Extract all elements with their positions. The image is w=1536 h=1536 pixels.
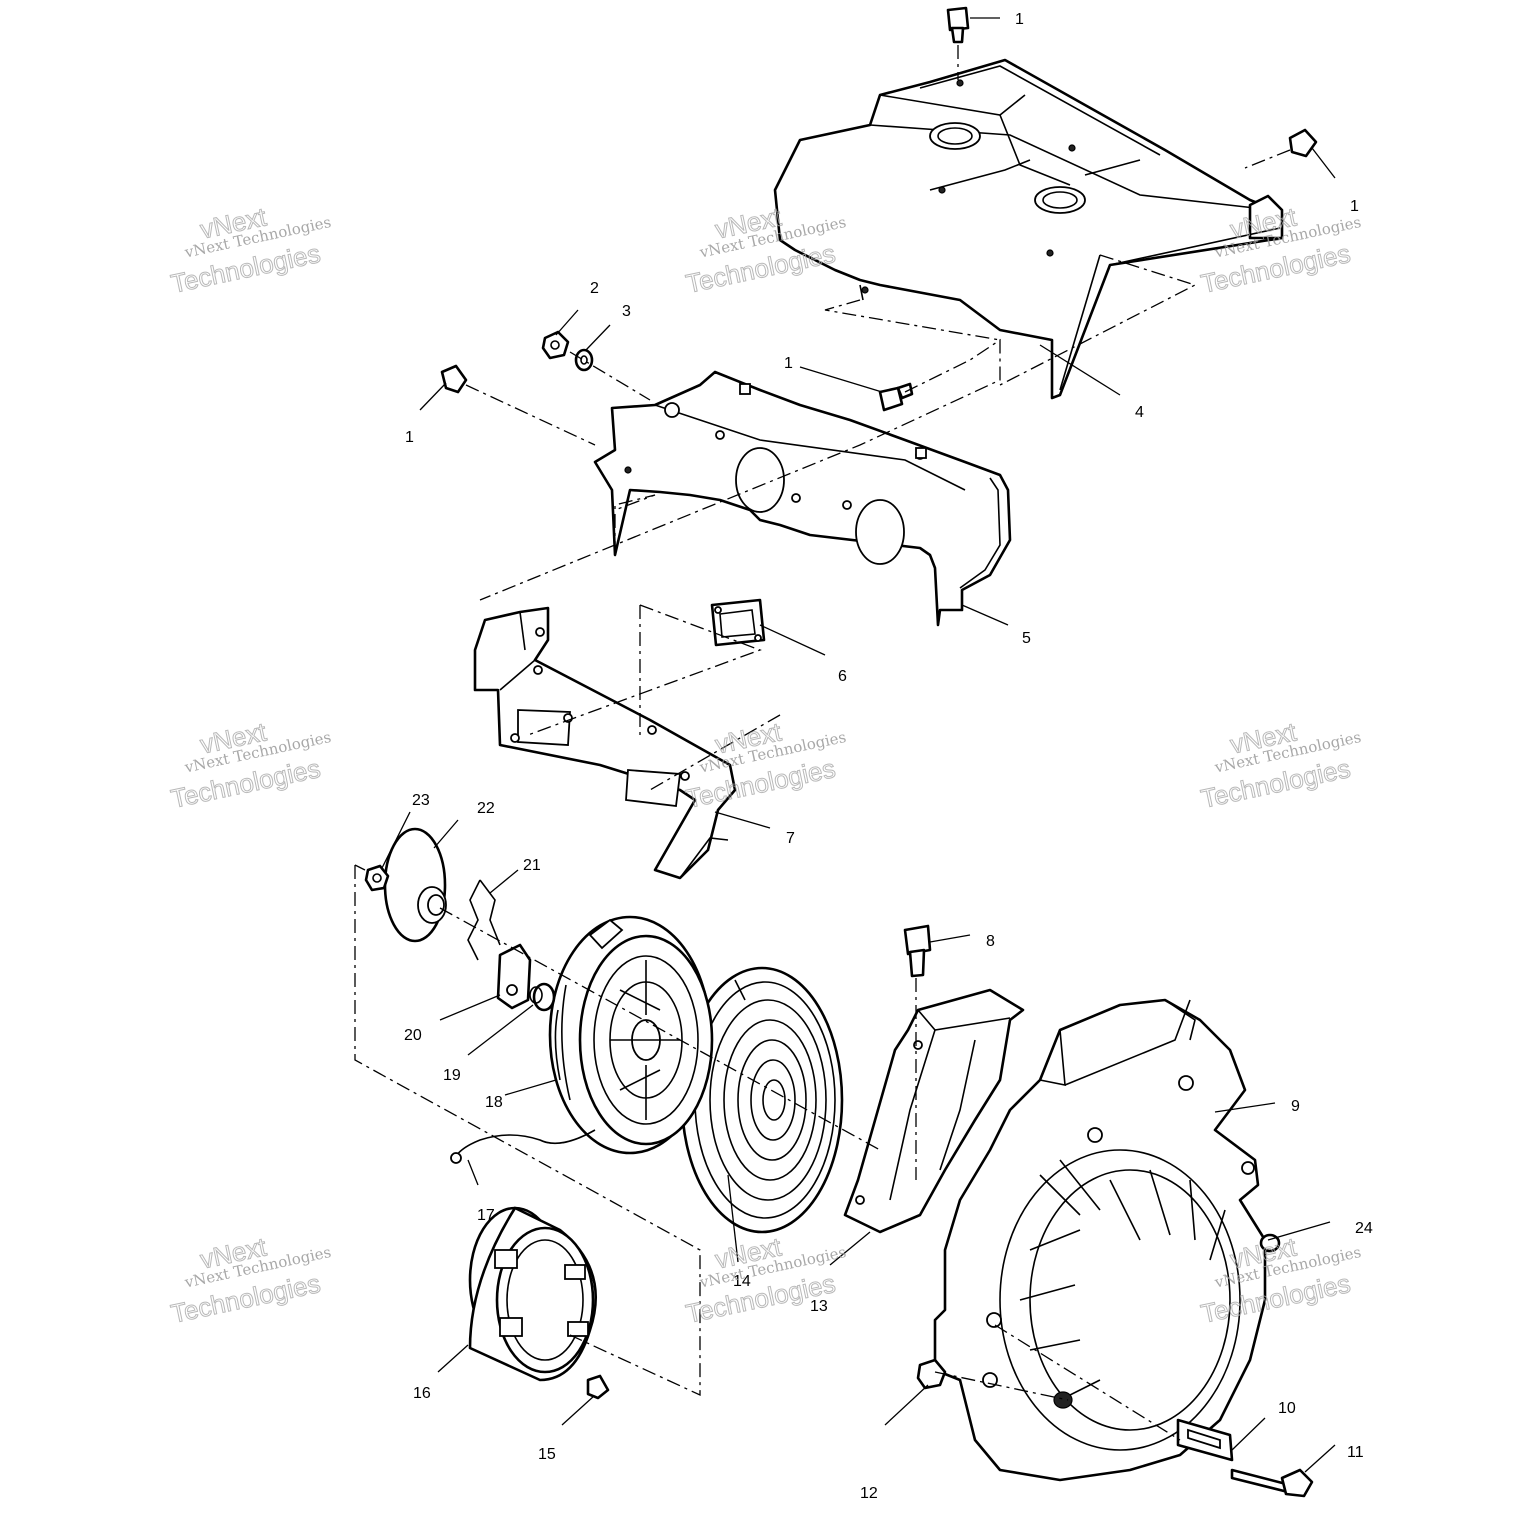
part-1-screw-left [440,364,468,394]
callout-11: 11 [1347,1444,1364,1461]
callout-18: 18 [485,1094,503,1111]
callout-22: 22 [477,800,495,817]
part-24-bolt [1259,1233,1281,1253]
callout-6: 6 [838,668,847,685]
part-3-washer [574,348,594,372]
callout-13: 13 [810,1298,828,1315]
part-1-screw-middle [878,382,914,412]
part-13-bracket [843,988,1025,1234]
callout-15: 15 [538,1446,556,1463]
part-23-nut [364,864,390,892]
callout-10: 10 [1278,1400,1296,1417]
part-4-top-cover [773,58,1284,400]
watermark-middle-center: vNext vNext Technologies Technologies [683,716,848,815]
callout-7: 7 [786,830,795,847]
leader-lines [381,17,1336,1473]
callout-1: 1 [1350,198,1359,215]
callout-8: 8 [986,933,995,950]
part-15-screw [586,1374,610,1400]
callout-20: 20 [404,1027,422,1044]
callout-24: 24 [1355,1220,1373,1237]
part-20-pawl [496,943,532,1010]
callout-17: 17 [477,1207,495,1224]
part-2-nut [541,330,570,360]
part-8-screw [903,924,932,978]
part-21-spring-clip [467,879,501,961]
part-7-bracket [473,606,737,880]
watermark-middle-right: vNext vNext Technologies Technologies [1198,716,1363,815]
assembly-lines [354,45,1291,1441]
callout-4: 4 [1135,404,1144,421]
callout-5: 5 [1022,630,1031,647]
callout-1: 1 [405,429,414,446]
part-1-screw-right [1288,128,1318,158]
callout-1: 1 [784,355,793,372]
part-9-fan-housing [933,998,1279,1482]
callout-12: 12 [860,1485,878,1502]
part-6-gasket [710,598,766,647]
callout-19: 19 [443,1067,461,1084]
callout-16: 16 [413,1385,431,1402]
part-18-rope-pulley [450,915,714,1164]
callout-labels: 1 1 1 1 2 3 4 5 6 7 8 9 10 11 12 13 14 1… [404,11,1373,1502]
callout-14: 14 [733,1273,751,1290]
callout-2: 2 [590,280,599,297]
part-12-nut [916,1358,947,1390]
watermark-middle-left: vNext vNext Technologies Technologies [168,716,333,815]
callout-1: 1 [1015,11,1024,28]
callout-23: 23 [412,792,430,809]
part-16-drive-cup [468,1206,598,1382]
part-14-rewind-spring [680,966,844,1234]
callout-21: 21 [523,857,541,874]
part-5-baffle-plate [593,370,1012,627]
part-19-spacer [529,982,556,1012]
callout-9: 9 [1291,1098,1300,1115]
part-11-bolt [1230,1468,1314,1498]
callout-3: 3 [622,303,631,320]
part-10-plate [1176,1418,1234,1462]
watermark-top-left: vNext vNext Technologies Technologies [168,201,333,300]
watermark-bottom-left: vNext vNext Technologies Technologies [168,1231,333,1330]
part-1-screw-top [946,6,970,44]
part-22-plate [383,827,447,943]
